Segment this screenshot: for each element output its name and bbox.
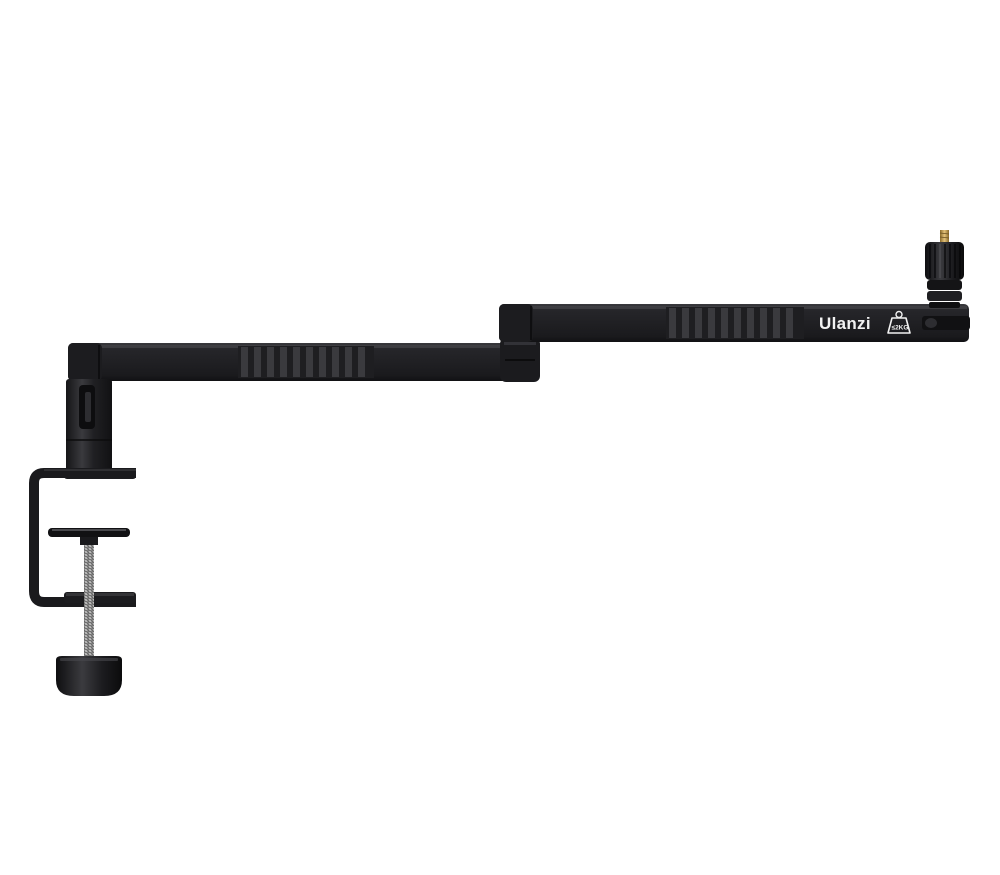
vertical-post [66,379,112,471]
weight-load-icon: ≤2KG [887,310,911,334]
lower-arm [68,343,538,381]
upper-arm: Ulanzi ≤2KG [499,304,970,342]
lower-arm-ribs [238,346,374,378]
upper-arm-ribs [666,307,804,339]
top-screw-mount [925,230,964,308]
clamp-screw [48,528,130,696]
brand-logo-text: Ulanzi [819,314,871,333]
c-clamp [29,468,136,607]
elbow-joint [500,338,540,382]
load-capacity-badge: ≤2KG [892,325,909,332]
